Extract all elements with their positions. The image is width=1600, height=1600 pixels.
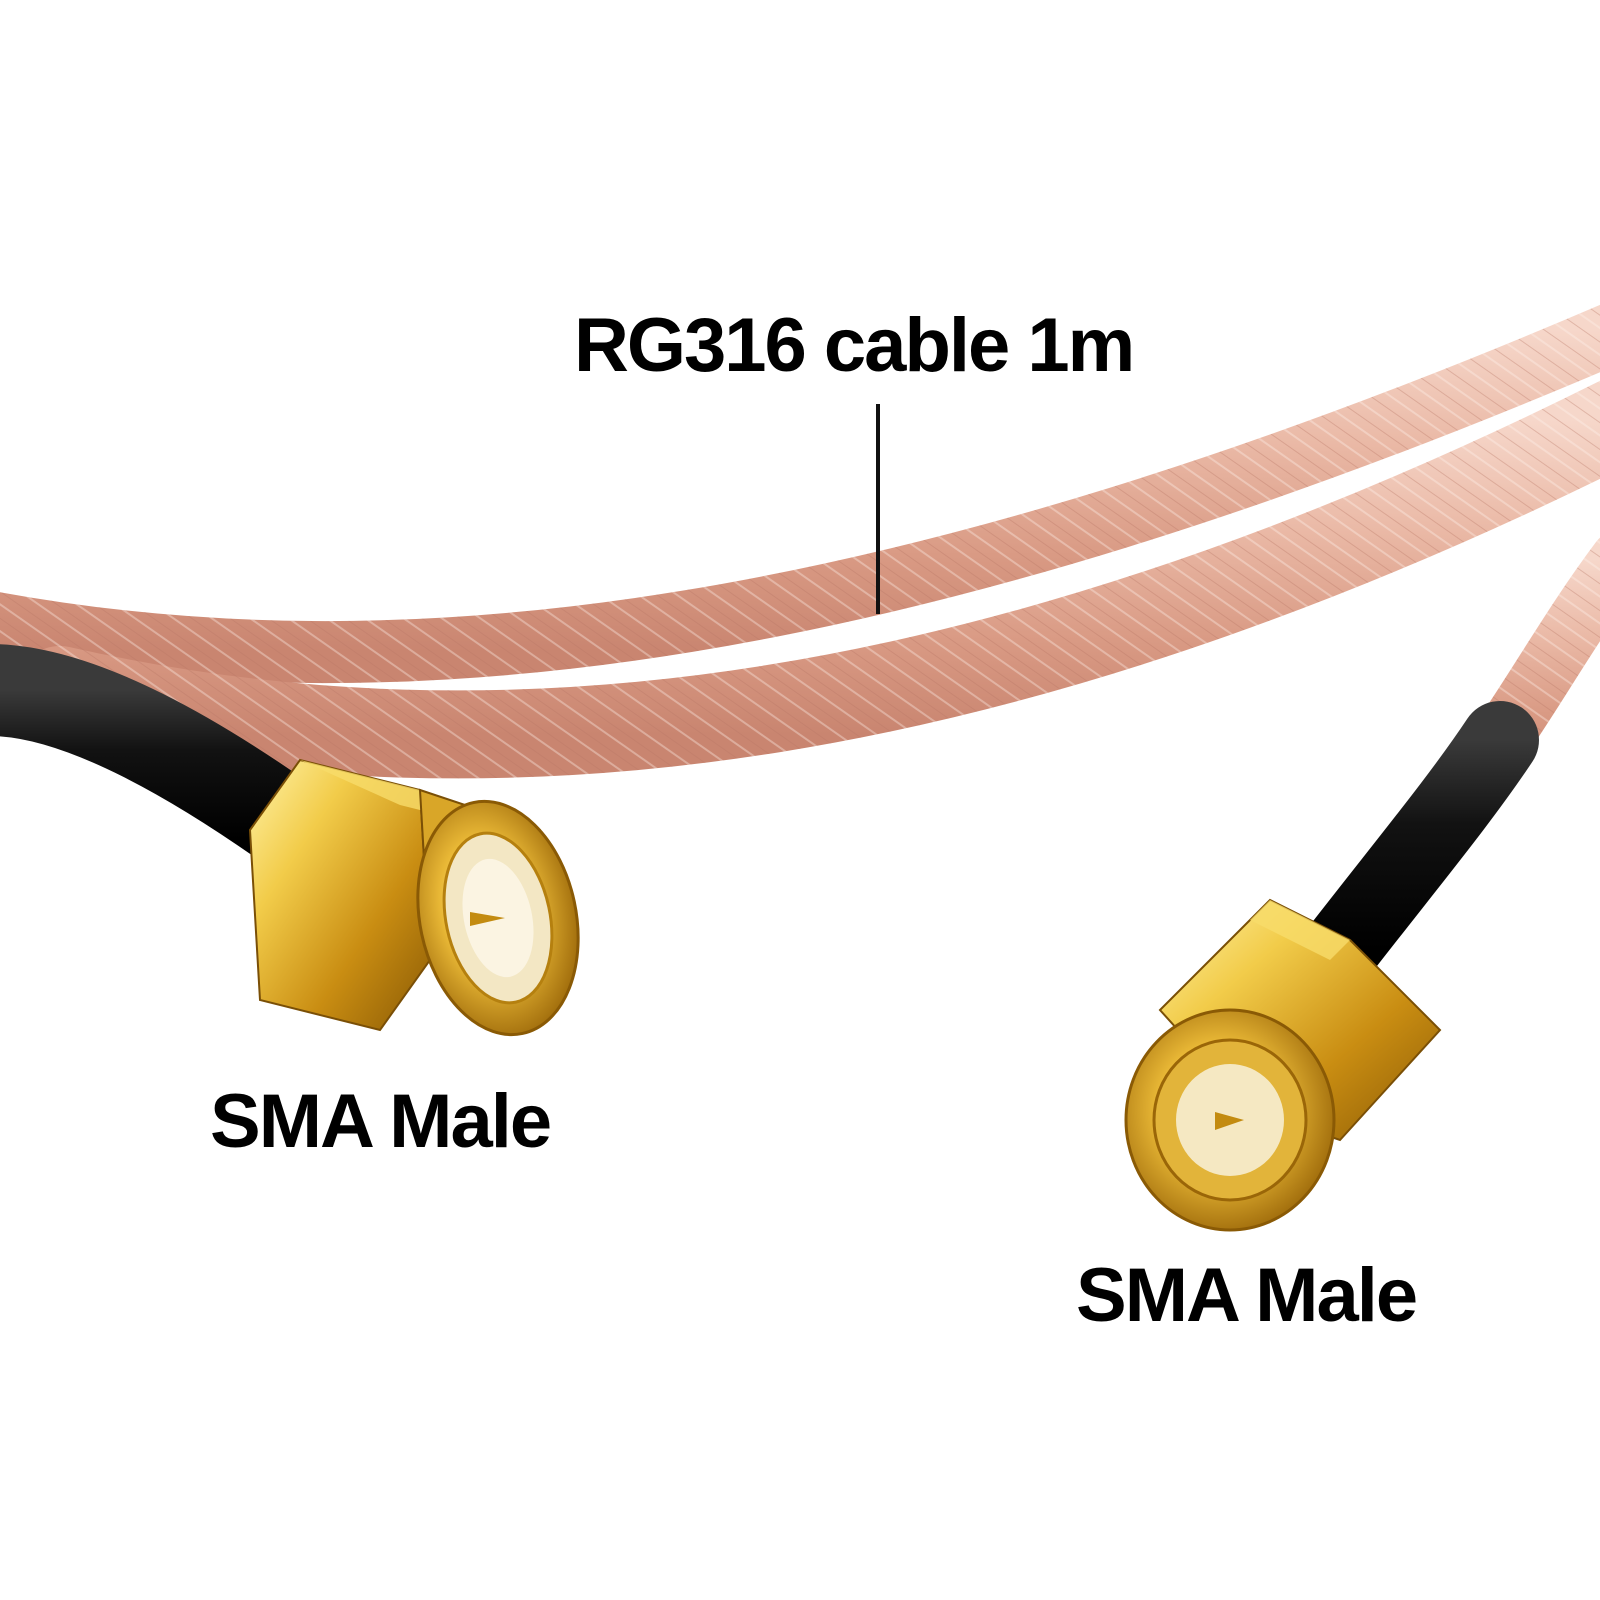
right-connector-label: SMA Male xyxy=(1076,1253,1418,1338)
right-connector xyxy=(1124,898,1442,1232)
left-connector-label: SMA Male xyxy=(210,1079,552,1164)
cable-pointer-line xyxy=(876,404,880,614)
left-connector xyxy=(248,758,580,1037)
cable-front-strand xyxy=(16,380,1600,779)
cable-label: RG316 cable 1m xyxy=(574,303,1135,388)
cable-back-strand xyxy=(0,304,1600,684)
right-heat-shrink xyxy=(1301,701,1539,989)
